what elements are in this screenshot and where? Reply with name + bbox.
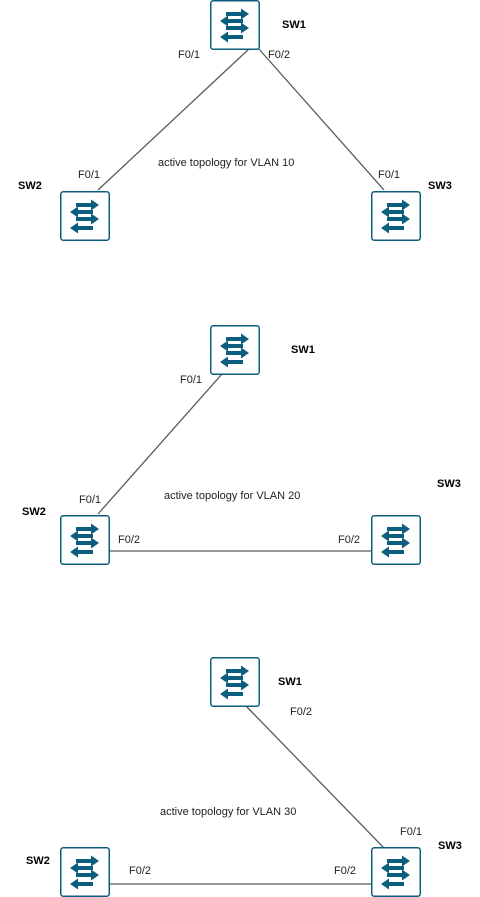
diagram-caption: active topology for VLAN 10 [158,157,294,169]
link-sw1-sw3 [245,705,385,849]
port-label: F0/2 [118,534,140,546]
network-switch-icon [371,191,421,241]
port-label: F0/1 [400,826,422,838]
port-label: F0/1 [378,169,400,181]
diagram-vlan-20: SW1 SW2 SW3 F0/1 F0/1 F0/2 F0/2 active t… [22,325,461,565]
switch-sw1 [210,0,260,50]
switch-sw2 [60,515,110,565]
network-switch-icon [371,847,421,897]
switch-sw3 [371,191,421,241]
port-label: F0/1 [178,49,200,61]
link-sw1-sw2 [97,373,223,515]
switch-label-sw2: SW2 [22,506,46,518]
switch-label-sw3: SW3 [438,840,462,852]
switch-sw1 [210,657,260,707]
network-switch-icon [60,847,110,897]
port-label: F0/1 [79,494,101,506]
port-label: F0/1 [180,374,202,386]
diagram-caption: active topology for VLAN 30 [160,806,296,818]
network-switch-icon [60,191,110,241]
switch-sw3 [371,847,421,897]
port-label: F0/2 [338,534,360,546]
switch-label-sw2: SW2 [26,855,50,867]
network-switch-icon [210,325,260,375]
diagram-caption: active topology for VLAN 20 [164,490,300,502]
network-switch-icon [210,0,260,50]
switch-sw2 [60,191,110,241]
port-label: F0/2 [268,49,290,61]
switch-label-sw3: SW3 [437,478,461,490]
switch-label-sw1: SW1 [282,19,306,31]
switch-sw2 [60,847,110,897]
switch-label-sw3: SW3 [428,180,452,192]
diagram-vlan-10: SW1 SW2 SW3 F0/1 F0/2 F0/1 F0/1 active t… [18,0,452,241]
port-label: F0/2 [334,865,356,877]
port-label: F0/1 [78,169,100,181]
switch-label-sw2: SW2 [18,180,42,192]
port-label: F0/2 [290,706,312,718]
switch-sw1 [210,325,260,375]
switch-label-sw1: SW1 [291,344,315,356]
network-switch-icon [60,515,110,565]
link-sw1-sw2 [97,47,251,191]
link-sw1-sw3 [257,47,385,191]
diagram-vlan-30: SW1 SW2 SW3 F0/2 F0/1 F0/2 F0/2 active t… [26,657,462,897]
network-switch-icon [210,657,260,707]
network-switch-icon [371,515,421,565]
port-label: F0/2 [129,865,151,877]
switch-label-sw1: SW1 [278,676,302,688]
switch-sw3 [371,515,421,565]
